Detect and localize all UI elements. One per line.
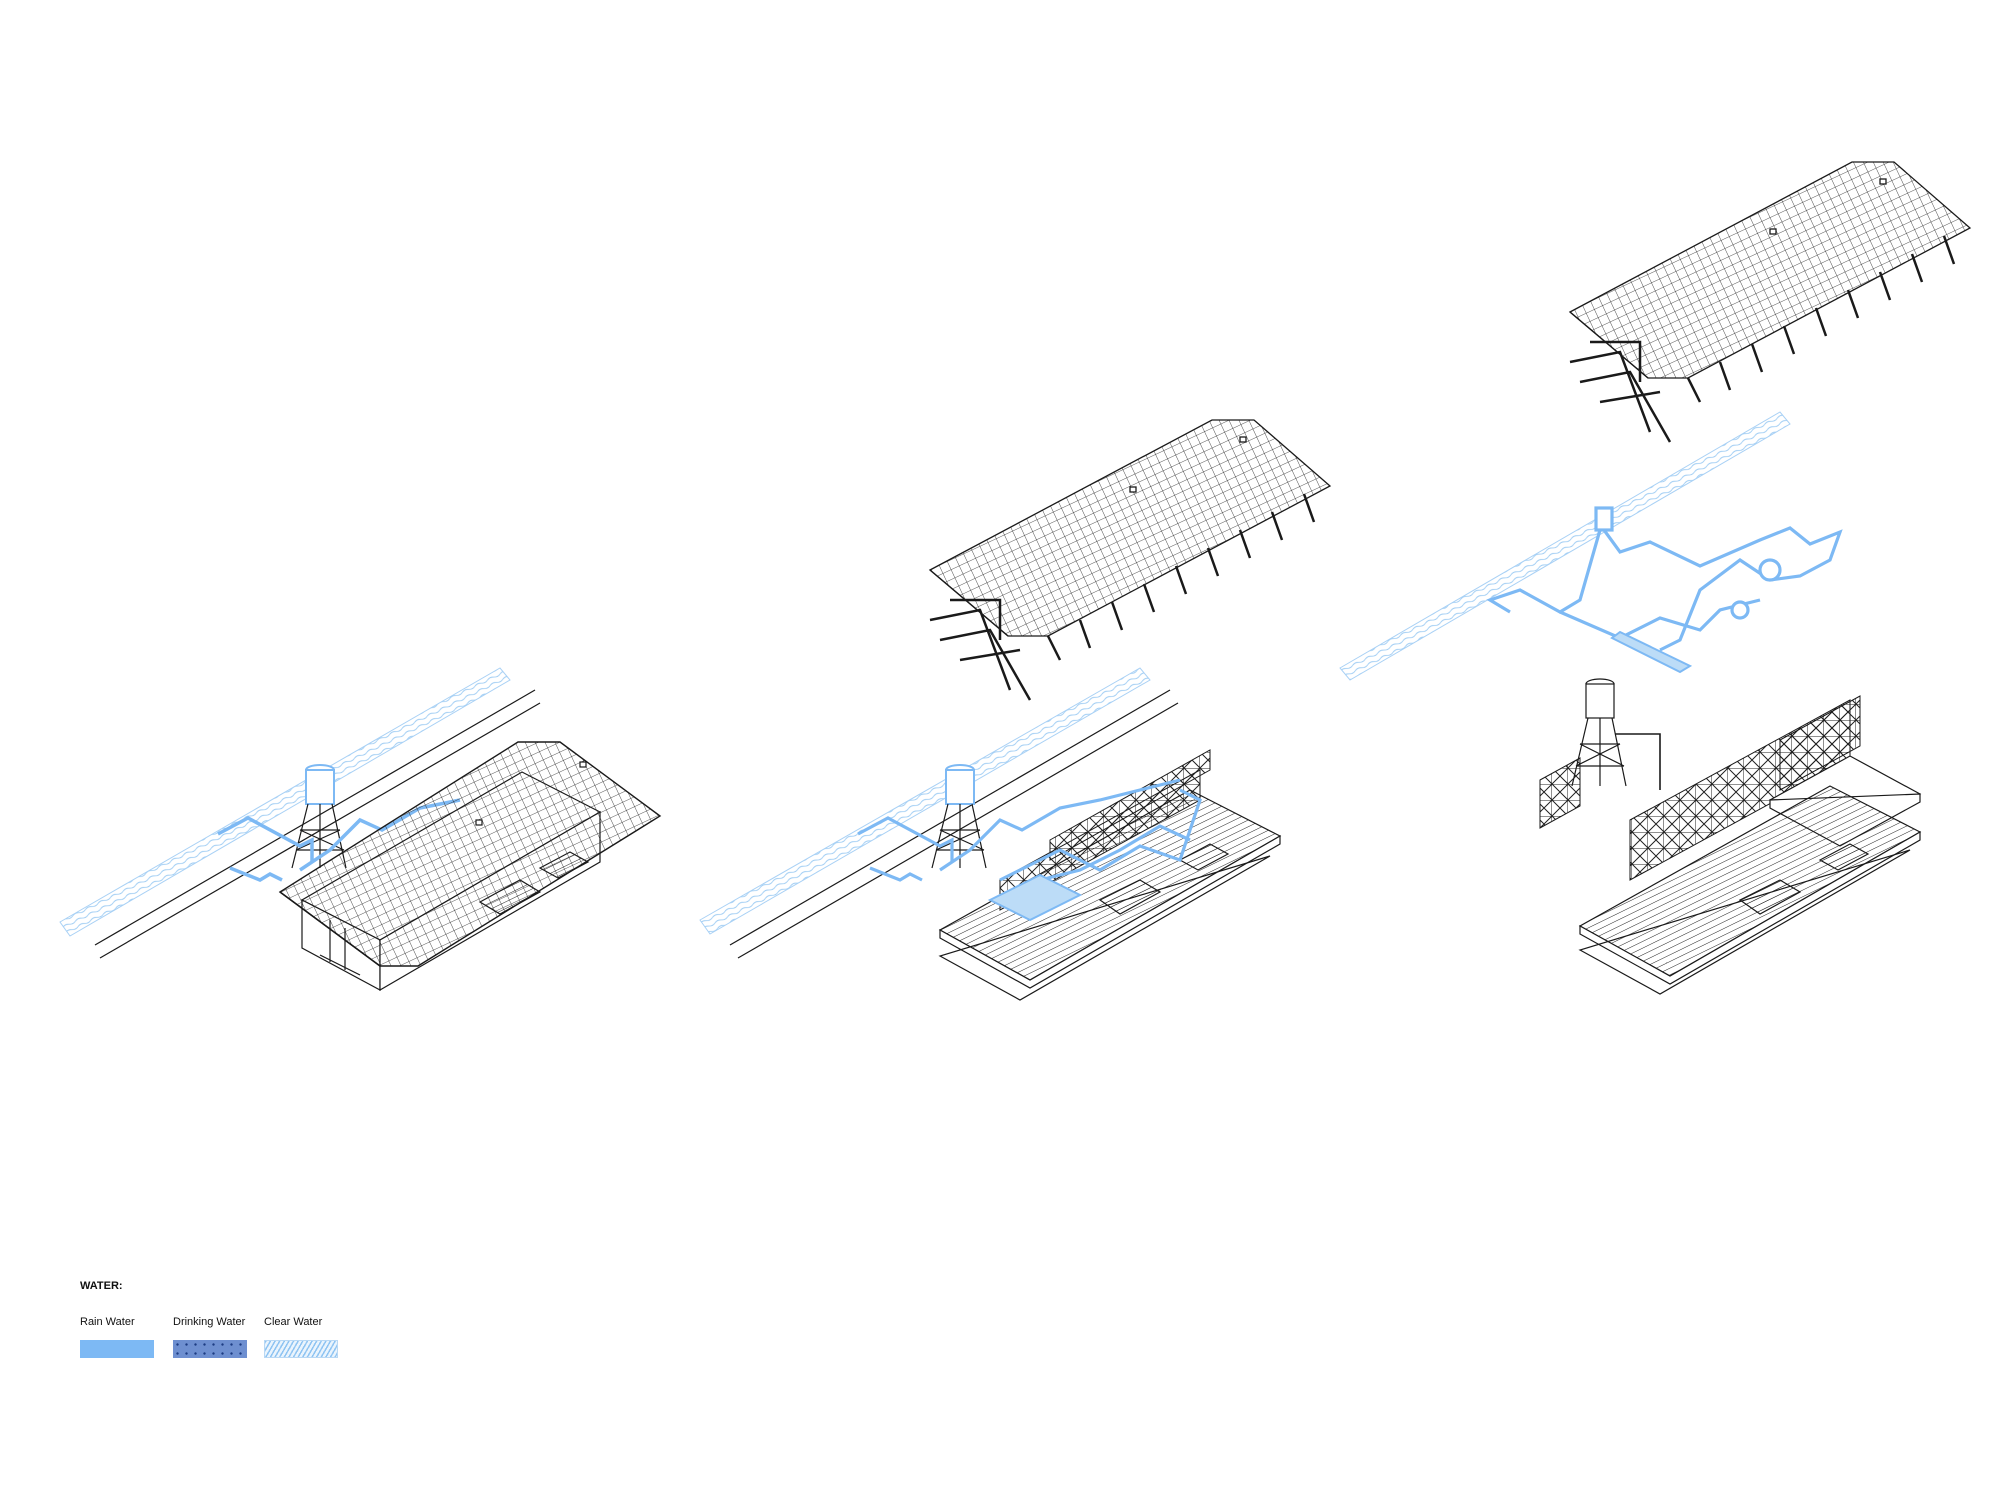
panel-2-exploded-roof [699,419,1332,1001]
legend-label: Rain Water [80,1316,135,1328]
legend: WATER: Rain Water Drinking Water Clear W… [80,1280,380,1370]
rain-water-swatch [80,1340,154,1358]
water-tower [1571,678,1661,790]
panel-3-exploded-layers [1339,161,1972,995]
river [1339,411,1791,681]
rain-water-network [857,778,1202,922]
river [59,667,541,959]
water-tower [291,764,347,869]
roof [1568,161,1972,443]
drinking-water-swatch [173,1340,247,1358]
legend-item-clear-water: Clear Water [264,1316,344,1358]
building [278,741,662,992]
platform [938,789,1282,1001]
rain-water-network [1486,506,1843,674]
panel-1-complete-building [59,667,662,992]
clear-water-swatch [264,1340,338,1358]
lower-deck [1578,785,1922,995]
river [699,667,1179,959]
legend-label: Drinking Water [173,1316,246,1328]
legend-title: WATER: [80,1280,123,1292]
legend-label: Clear Water [264,1316,323,1328]
legend-item-drinking-water: Drinking Water [173,1316,253,1358]
legend-item-rain-water: Rain Water [80,1316,160,1358]
water-tower [931,764,987,869]
roof [928,419,1332,701]
space-frame [1539,695,1861,881]
